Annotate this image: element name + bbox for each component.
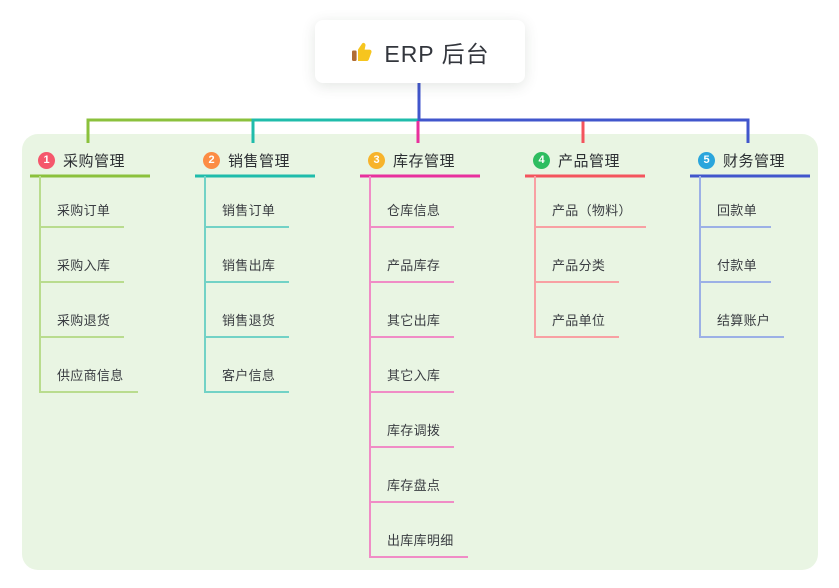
child-node[interactable]: 产品库存 <box>369 253 455 283</box>
child-node[interactable]: 采购退货 <box>39 308 125 338</box>
branch-label: 财务管理 <box>723 152 786 170</box>
child-node[interactable]: 回款单 <box>699 198 771 228</box>
child-node[interactable]: 客户信息 <box>204 363 290 393</box>
branch-number-badge: 3 <box>368 151 385 169</box>
root-node[interactable]: ERP 后台 <box>315 20 525 83</box>
branch-label: 库存管理 <box>393 152 456 170</box>
child-node[interactable]: 产品分类 <box>534 253 620 283</box>
branch-header-2[interactable]: 2 销售管理 <box>203 147 290 173</box>
branches-panel <box>22 134 818 570</box>
child-node[interactable]: 其它入库 <box>369 363 455 393</box>
child-node[interactable]: 仓库信息 <box>369 198 455 228</box>
branch-header-1[interactable]: 1 采购管理 <box>38 147 125 173</box>
root-node-label: ERP 后台 <box>384 40 490 67</box>
branch-number-badge: 5 <box>698 151 715 169</box>
branch-label: 产品管理 <box>558 152 621 170</box>
child-node[interactable]: 产品单位 <box>534 308 620 338</box>
child-node[interactable]: 出库库明细 <box>369 528 468 558</box>
branch-label: 采购管理 <box>63 152 126 170</box>
child-node[interactable]: 采购入库 <box>39 253 125 283</box>
child-node[interactable]: 销售出库 <box>204 253 290 283</box>
child-node[interactable]: 采购订单 <box>39 198 125 228</box>
branch-header-3[interactable]: 3 库存管理 <box>368 147 455 173</box>
branch-label: 销售管理 <box>228 152 291 170</box>
child-node[interactable]: 销售订单 <box>204 198 290 228</box>
branch-number-badge: 1 <box>38 151 55 169</box>
branch-header-5[interactable]: 5 财务管理 <box>698 147 785 173</box>
child-node[interactable]: 供应商信息 <box>39 363 138 393</box>
thumbs-up-icon <box>350 40 374 64</box>
child-node[interactable]: 库存盘点 <box>369 473 455 503</box>
child-node[interactable]: 销售退货 <box>204 308 290 338</box>
branch-header-4[interactable]: 4 产品管理 <box>533 147 620 173</box>
child-node[interactable]: 付款单 <box>699 253 771 283</box>
child-node[interactable]: 产品（物料） <box>534 198 646 228</box>
child-node[interactable]: 其它出库 <box>369 308 455 338</box>
child-node[interactable]: 库存调拨 <box>369 418 455 448</box>
child-node[interactable]: 结算账户 <box>699 308 785 338</box>
branch-number-badge: 4 <box>533 151 550 169</box>
branch-number-badge: 2 <box>203 151 220 169</box>
